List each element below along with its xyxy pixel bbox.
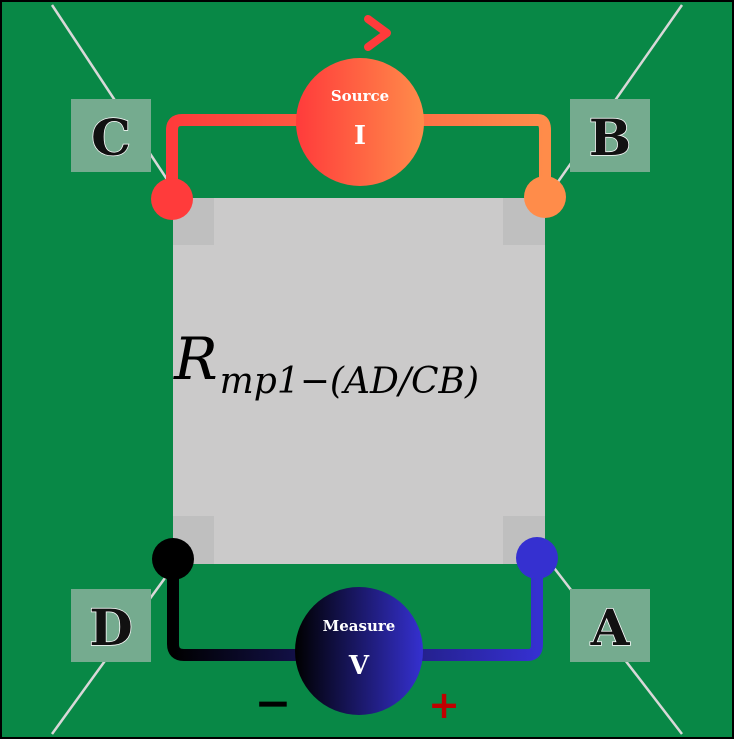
probe-b bbox=[524, 176, 566, 218]
source-title: Source bbox=[331, 87, 389, 105]
plus-sign: + bbox=[428, 683, 460, 727]
source-symbol: I bbox=[354, 121, 366, 151]
current-arrow-icon bbox=[321, 15, 391, 51]
corner-label-a-text: A bbox=[590, 598, 631, 657]
probe-c bbox=[151, 178, 193, 220]
corner-label-b: B bbox=[570, 99, 650, 172]
voltmeter-icon bbox=[295, 587, 423, 715]
measure-title: Measure bbox=[323, 617, 396, 635]
probe-a bbox=[516, 537, 558, 579]
resistance-subscript: mp1−(AD/CB) bbox=[220, 361, 479, 402]
corner-label-d-text: D bbox=[89, 598, 132, 657]
measure-symbol: V bbox=[348, 651, 370, 681]
resistance-symbol: R bbox=[173, 325, 218, 393]
corner-label-c: C bbox=[71, 99, 151, 172]
sample-square bbox=[173, 198, 545, 564]
resistance-label: Rmp1−(AD/CB) bbox=[173, 325, 479, 402]
current-source: Source I bbox=[296, 58, 424, 186]
voltmeter: Measure V bbox=[295, 587, 423, 715]
corner-label-b-text: B bbox=[589, 108, 631, 167]
corner-label-a: A bbox=[570, 589, 650, 662]
corner-label-c-text: C bbox=[91, 108, 131, 167]
corner-label-d: D bbox=[71, 589, 151, 662]
probe-d bbox=[152, 538, 194, 580]
minus-sign: − bbox=[255, 678, 292, 729]
current-source-icon bbox=[296, 58, 424, 186]
